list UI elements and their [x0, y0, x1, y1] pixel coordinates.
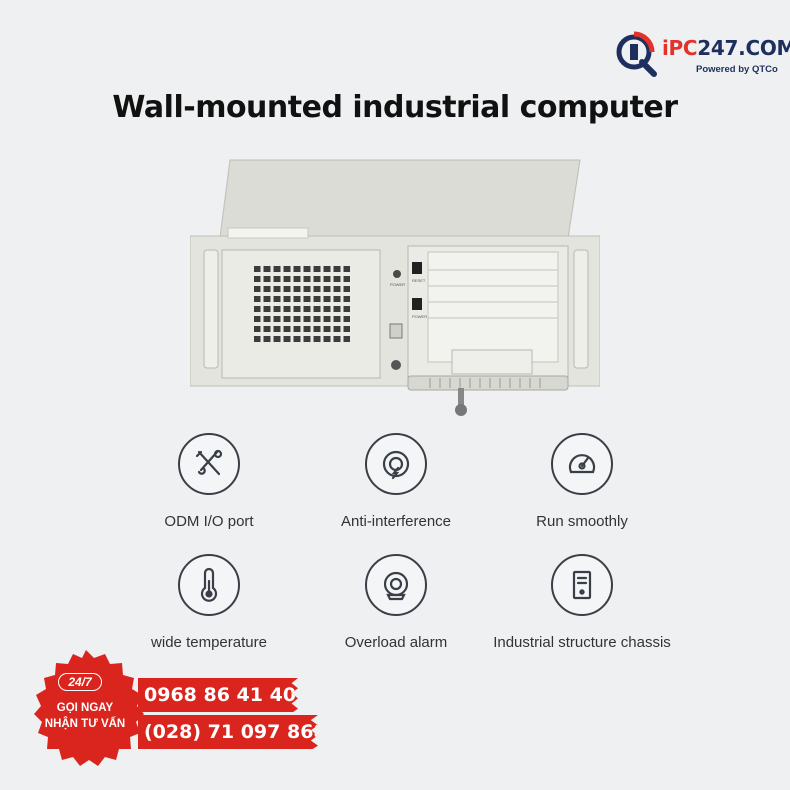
feature-wide-temperature: wide temperature: [119, 554, 299, 651]
feature-industrial-chassis: Industrial structure chassis: [492, 554, 672, 651]
feature-label: wide temperature: [151, 634, 267, 651]
chassis-icon: [551, 554, 613, 616]
logo-mark-icon: [616, 31, 657, 77]
feature-label: Run smoothly: [536, 513, 628, 530]
brand-logo[interactable]: iPC247.COM Powered by QTCo: [612, 28, 790, 82]
gauge-icon: [551, 433, 613, 495]
industrial-computer-image: POWER RESET POWER: [190, 159, 600, 416]
feature-odm-io-port: ODM I/O port: [119, 433, 299, 530]
badge-call-now: GỌI NGAY: [56, 702, 114, 714]
feature-anti-interference: Anti-interference: [306, 433, 486, 530]
feature-overload-alarm: Overload alarm: [306, 554, 486, 651]
brand-tagline: Powered by QTCo: [696, 64, 778, 75]
hotline-phone-2[interactable]: (028) 71 097 868: [138, 715, 318, 749]
interference-icon: [365, 433, 427, 495]
reset-label: RESET: [412, 278, 426, 283]
power-switch-label: POWER: [412, 314, 427, 319]
feature-label: ODM I/O port: [164, 513, 254, 530]
tools-icon: [178, 433, 240, 495]
feature-label: Overload alarm: [344, 634, 448, 651]
alarm-icon: [365, 554, 427, 616]
badge-get-advice: NHẬN TƯ VẤN: [44, 718, 126, 730]
brand-name: iPC247.COM: [662, 36, 790, 60]
hotline-phone-1[interactable]: 0968 86 41 40: [138, 678, 298, 712]
badge-24-7: 24/7: [58, 673, 102, 691]
feature-label: Industrial structure chassis: [493, 634, 671, 651]
page-title: Wall-mounted industrial computer: [112, 90, 678, 125]
power-led-label: POWER: [390, 282, 405, 287]
feature-run-smoothly: Run smoothly: [492, 433, 672, 530]
feature-label: Anti-interference: [340, 513, 452, 530]
thermometer-icon: [178, 554, 240, 616]
